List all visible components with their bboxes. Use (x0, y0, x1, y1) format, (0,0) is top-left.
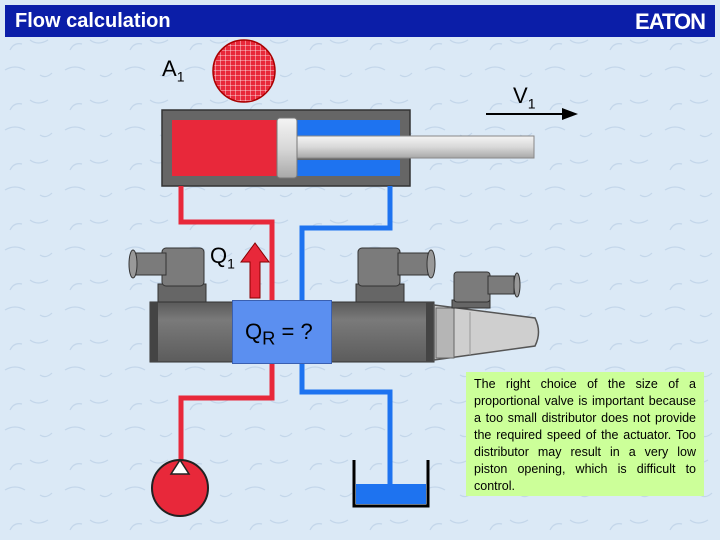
page-title: Flow calculation (15, 10, 171, 32)
result-flow-box: QR = ? (232, 300, 332, 364)
eaton-logo: EATON (635, 9, 706, 34)
title-bar: Flow calculation EATON (5, 5, 715, 37)
area-label: A1 (162, 56, 185, 85)
hydraulic-cylinder (161, 109, 535, 187)
pressure-line-lower (178, 364, 275, 462)
result-flow-label: QR = ? (245, 319, 313, 349)
proportional-valve (128, 247, 540, 363)
flow-label: Q1 (210, 243, 235, 272)
flow-arrow (240, 242, 270, 299)
tank-symbol (352, 460, 430, 508)
velocity-label: V1 (513, 83, 536, 112)
return-line-upper (299, 186, 393, 300)
pump-symbol (151, 458, 209, 517)
piston-area-symbol (212, 39, 276, 103)
velocity-arrow (486, 108, 578, 120)
return-line-lower (299, 364, 393, 484)
explanation-note: The right choice of the size of a propor… (466, 372, 704, 496)
pressure-line-upper (178, 186, 275, 300)
